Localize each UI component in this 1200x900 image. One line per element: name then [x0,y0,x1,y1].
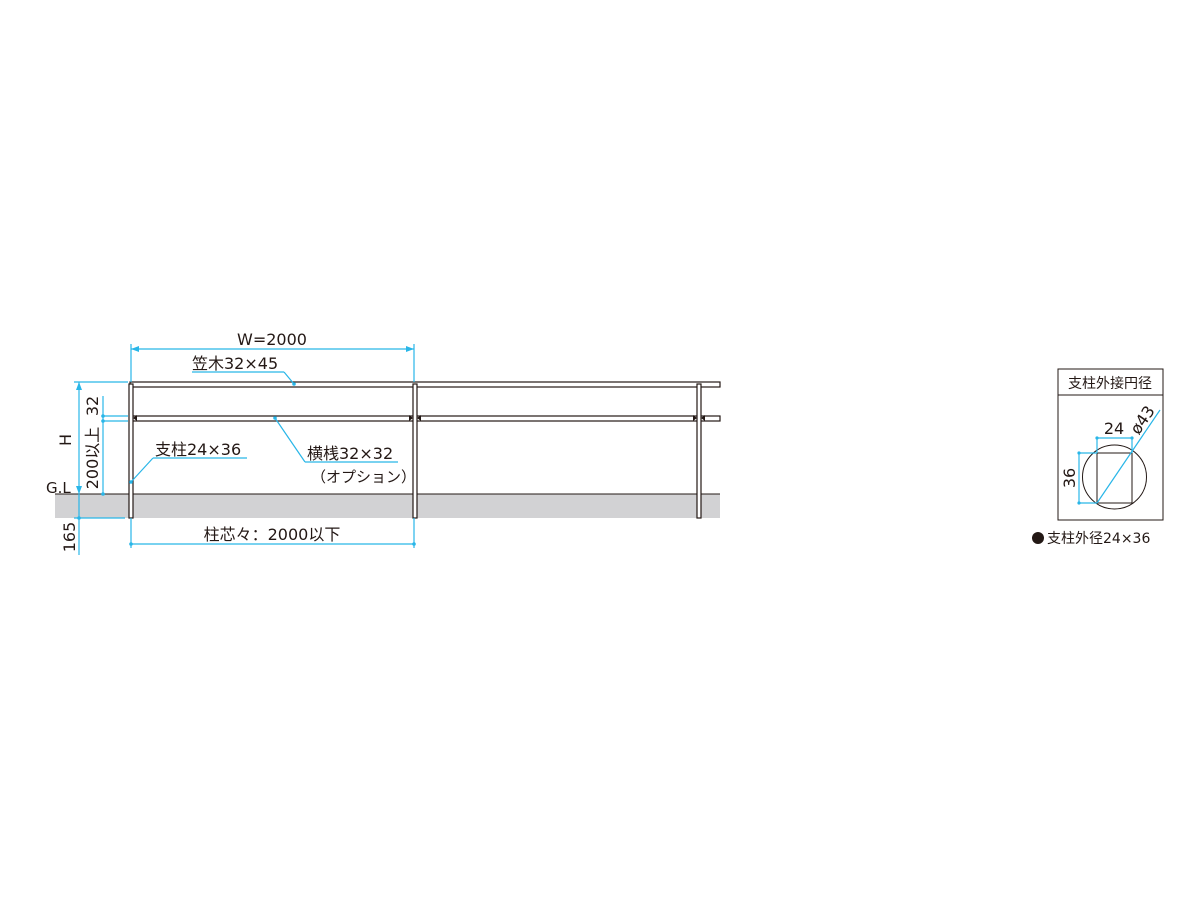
section-height-label: 36 [1060,468,1079,488]
rail-gap-label: 32 [83,396,102,416]
post-center [412,383,418,519]
post-leader [129,457,247,484]
top-rail-label: 笠木32×45 [192,354,278,373]
post-left [128,383,134,519]
section-width-dimension [1095,436,1134,453]
top-rail [129,381,721,388]
mid-rail-brackets [133,415,705,421]
height-dimension [74,381,128,494]
mid-rail [129,415,721,422]
diameter-line [1096,409,1161,504]
section-height-dimension [1077,451,1097,505]
mid-rail-label: 横桟32×32 [307,444,393,463]
circumscribed-circle [1082,444,1147,510]
mid-rail-leader [273,416,398,463]
section-caption: 支柱外径24×36 [1047,531,1150,547]
post-cross-section [1096,452,1133,504]
section-width-label: 24 [1104,419,1124,438]
gl-label: G.L [46,479,71,497]
post-pitch-label: 柱芯々：2000以下 [204,525,341,544]
post-right [696,383,702,519]
width-label: W=2000 [237,330,307,349]
height-label: H [56,434,75,446]
post-label: 支柱24×36 [155,440,241,459]
top-rail-leader [192,371,296,386]
width-dimension [130,344,415,382]
embed-depth-dimension [74,494,125,555]
mid-rail-option-label: （オプション） [311,468,416,486]
embed-depth-label: 165 [60,522,79,553]
post-section-box [1057,368,1164,521]
section-title: 支柱外接円径 [1068,375,1152,392]
caption-bullet-icon [1032,532,1044,544]
ground-band [55,494,720,518]
post-pitch-dimension [129,518,416,548]
clearance-label: 200以上 [83,427,102,490]
clearance-dimension [101,396,128,496]
